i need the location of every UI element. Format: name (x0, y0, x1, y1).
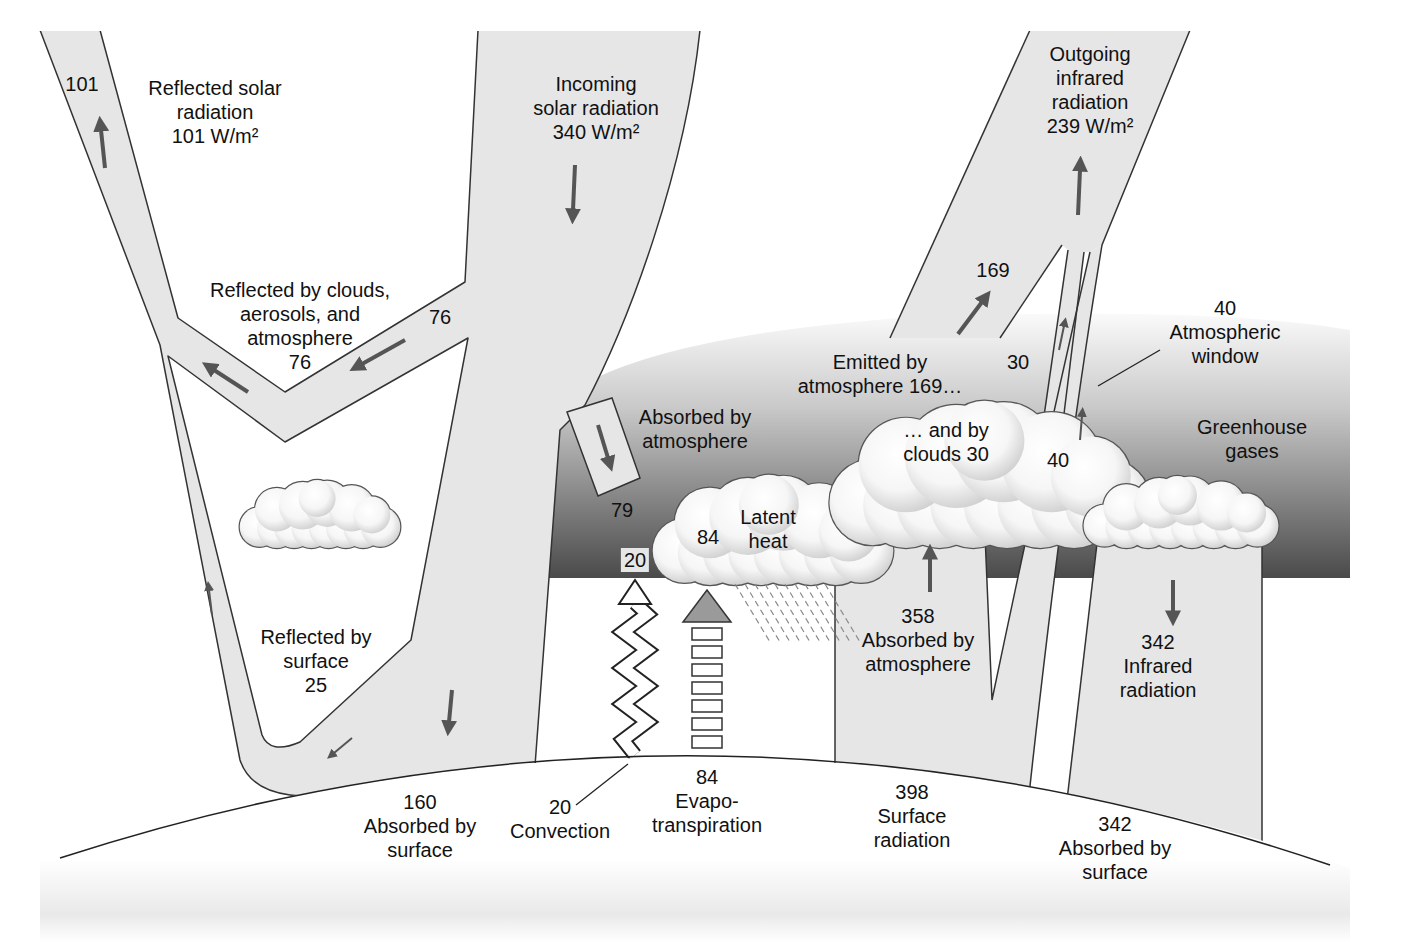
rain-streak (815, 584, 850, 642)
rain-streaks (735, 584, 860, 642)
flow-label: Greenhouse gases (1197, 415, 1307, 463)
rain-streak (785, 584, 820, 642)
earth-surface (60, 756, 1330, 865)
flow-label: Absorbed by atmosphere (639, 405, 751, 453)
flow-label: 398 Surface radiation (874, 780, 951, 852)
flow-label: Reflected by surface 25 (260, 625, 371, 697)
flow-label: 160 Absorbed by surface (364, 790, 476, 862)
cloud-fill (353, 497, 390, 534)
flow-label: Reflected solar radiation 101 W/m² (148, 76, 281, 148)
cloud-outline (1158, 476, 1197, 515)
flow-label: 84 Evapo- transpiration (652, 765, 762, 837)
flow-label: Reflected by clouds, aerosols, and atmos… (210, 278, 390, 374)
rain-streak (775, 584, 810, 642)
flow-label: Outgoing infrared radiation 239 W/m² (1047, 42, 1134, 138)
solar-band (40, 30, 700, 860)
top-mask (0, 0, 1404, 31)
convection-arrow (619, 580, 651, 755)
rain-streak (755, 584, 790, 642)
cloud (1084, 476, 1279, 548)
cloud-fill (1158, 476, 1197, 515)
cloud-outline (299, 480, 336, 517)
flow-value: 101 (65, 72, 98, 96)
cloud-outline (1227, 493, 1266, 532)
rain-streak (735, 584, 770, 642)
flow-value: 76 (429, 305, 451, 329)
flow-value: 84 (697, 525, 719, 549)
cloud-fill (299, 480, 336, 517)
flow-value: 40 (1047, 448, 1069, 472)
rain-streak (795, 584, 830, 642)
evaporation-arrow (683, 590, 731, 748)
flow-label: Incoming solar radiation 340 W/m² (533, 72, 659, 144)
infrared-band (890, 30, 1190, 430)
cloud-fill (1227, 493, 1266, 532)
rain-streak (765, 584, 800, 642)
flow-label: 342 Absorbed by surface (1059, 812, 1171, 884)
cloud-outline (353, 497, 390, 534)
cloud (830, 401, 1151, 548)
rain-streak (805, 584, 840, 642)
flow-label: 20 Convection (510, 795, 610, 843)
rain-streak (825, 584, 860, 642)
cloud-fill (739, 475, 799, 535)
cloud-group (240, 401, 1279, 585)
flow-label: 40 Atmospheric window (1169, 296, 1280, 368)
flow-value: 169 (976, 258, 1009, 282)
earth-ground (40, 757, 1350, 942)
absorbed-branch (567, 398, 640, 496)
flow-label: 358 Absorbed by atmosphere (862, 604, 974, 676)
cloud (240, 480, 401, 548)
atmosphere-layer (525, 314, 1350, 578)
band-gap (168, 338, 468, 747)
flow-value: 30 (1007, 350, 1029, 374)
flow-value: 79 (611, 498, 633, 522)
flow-label: Latent heat (740, 505, 796, 553)
band-edges (835, 30, 1262, 860)
rain-streak (745, 584, 780, 642)
flow-label: … and by clouds 30 (903, 418, 989, 466)
leader-lines (576, 350, 1160, 805)
flow-value: 20 (621, 548, 649, 572)
flow-label: Emitted by atmosphere 169… (798, 350, 963, 398)
cloud-outline (739, 475, 799, 535)
flow-label: 342 Infrared radiation (1120, 630, 1197, 702)
